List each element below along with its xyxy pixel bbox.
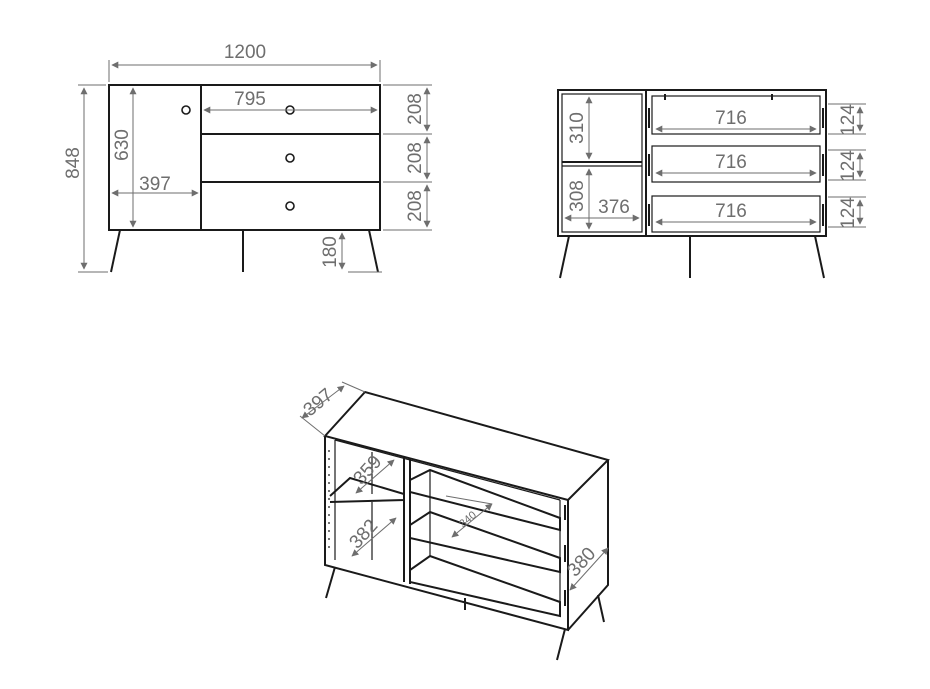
dim-door-width: 397 [139, 174, 171, 195]
interior-drawer-3 [651, 195, 821, 233]
dim-total-width: 1200 [224, 42, 266, 63]
door-knob [181, 105, 191, 115]
perspective-leg-back-right [597, 594, 605, 623]
dim-drawer-2-inner-width: 716 [715, 152, 747, 173]
front-leg-left [110, 229, 121, 273]
dim-drawer-2-height: 208 [405, 142, 426, 174]
interior-cabinet-body [557, 89, 827, 237]
interior-drawer-1 [651, 95, 821, 135]
dim-leg-height: 180 [320, 236, 341, 268]
drawer-knob-2 [285, 153, 295, 163]
dim-drawer-depth: 340 [457, 509, 479, 530]
interior-drawer-2 [651, 145, 821, 183]
dim-drawer-2-inner-height: 124 [838, 150, 859, 182]
perspective-leg-front-left [325, 566, 336, 599]
dim-door-height: 630 [112, 129, 133, 161]
dim-side-depth: 380 [564, 544, 601, 582]
dim-upper-shelf-height: 310 [567, 112, 588, 144]
perspective-leg-front-right [556, 628, 566, 661]
dim-drawer-3-inner-width: 716 [715, 201, 747, 222]
dim-lower-shelf-depth: 382 [346, 516, 383, 554]
dim-lower-shelf-height: 308 [567, 180, 588, 212]
dim-shelf-width: 376 [598, 197, 630, 218]
perspective-shelf [329, 476, 405, 503]
perspective-drawer-2 [409, 510, 561, 574]
dim-drawer-3-height: 208 [405, 190, 426, 222]
dim-drawer-1-height: 208 [405, 93, 426, 125]
dim-drawer-3-inner-height: 124 [838, 197, 859, 229]
dim-upper-shelf-depth: 359 [350, 452, 387, 490]
interior-leg-right [814, 235, 825, 279]
dim-drawer-1-inner-height: 124 [838, 104, 859, 136]
front-leg-right [368, 229, 379, 273]
interior-view: 310 308 376 716 716 716 124 124 124 [557, 89, 866, 279]
dim-drawer-1-inner-width: 716 [715, 108, 747, 129]
perspective-view: 397 359 382 340 380 [300, 381, 610, 661]
dim-total-height: 848 [63, 147, 84, 179]
drawer-knob-3 [285, 201, 295, 211]
dim-drawer-width: 795 [234, 89, 266, 110]
front-cabinet-body [108, 84, 381, 231]
front-view: 1200 848 630 397 795 208 208 208 180 [63, 42, 432, 273]
interior-leg-left [559, 235, 570, 279]
